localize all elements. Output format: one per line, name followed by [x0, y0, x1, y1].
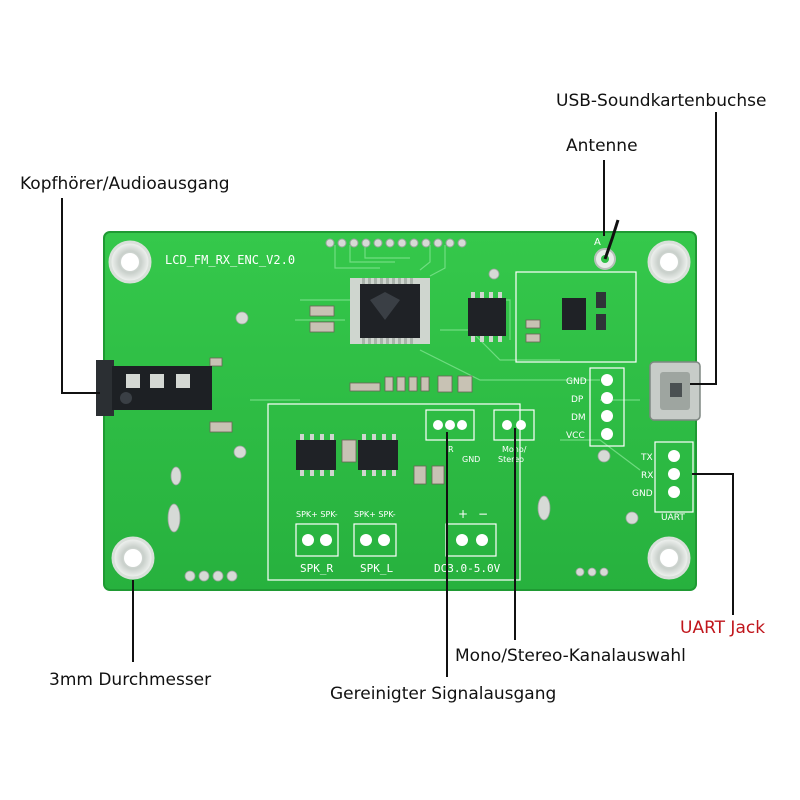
audio-section-outline: [267, 403, 521, 581]
speaker-left-silk: SPK_L: [360, 562, 393, 575]
speaker-right-silk: SPK_R: [300, 562, 333, 575]
mounting-hole-bottom-right: [647, 536, 691, 580]
usb-pin-dp: DP: [571, 395, 584, 405]
mono-stereo-label: Mono/Stereo-Kanalauswahl: [455, 646, 686, 666]
mono-stereo-silk-bottom: Stereo: [498, 455, 524, 464]
micro-usb-jack[interactable]: [649, 361, 701, 421]
usb-soundcard-label: USB-Soundkartenbuchse: [556, 91, 767, 111]
uart-callout-line: [692, 473, 734, 615]
amplifier-chip-left: [296, 434, 336, 476]
headphone-jack[interactable]: [96, 360, 212, 416]
board-name-silk: LCD_FM_RX_ENC_V2.0: [165, 253, 295, 267]
usb-pin-header: [589, 367, 625, 447]
mounting-hole-top-left: [108, 240, 152, 284]
fm-receiver-chip: [468, 292, 506, 342]
headphone-callout-line: [61, 198, 100, 394]
power-silk: DC3.0-5.0V: [434, 562, 501, 575]
lcd-header-pads: [325, 238, 467, 248]
power-plus-silk: +: [458, 507, 468, 521]
amplifier-chip-right: [358, 434, 398, 476]
uart-pin-gnd: GND: [632, 489, 653, 499]
callout-lines: [61, 112, 734, 677]
uart-pin-tx: TX: [640, 453, 653, 463]
usb-pin-gnd: GND: [566, 377, 587, 387]
passive-components: [209, 305, 541, 485]
speaker-left-terminal[interactable]: [353, 523, 397, 557]
speaker-right-polarity: SPK+ SPK-: [296, 510, 338, 519]
headphone-output-label: Kopfhörer/Audioausgang: [20, 174, 230, 194]
uart-header[interactable]: [654, 441, 694, 513]
uart-jack-label: UART Jack: [680, 618, 766, 638]
antenna-silk: A: [594, 237, 601, 248]
uart-name-silk: UART: [661, 513, 685, 523]
speaker-left-polarity: SPK+ SPK-: [354, 510, 396, 519]
mcu-chip: [350, 278, 430, 344]
mounting-hole-top-right: [647, 240, 691, 284]
power-terminal[interactable]: [445, 523, 497, 557]
diameter-label: 3mm Durchmesser: [49, 670, 212, 690]
uart-pin-rx: RX: [641, 471, 653, 481]
usb-pin-dm: DM: [571, 413, 586, 423]
antenna-pad: [594, 219, 620, 270]
test-pads: [167, 268, 639, 582]
signal-output-gnd: GND: [462, 455, 480, 464]
mounting-hole-bottom-left: [111, 536, 155, 580]
speaker-right-terminal[interactable]: [295, 523, 339, 557]
usb-audio-chip: [515, 271, 637, 363]
pcb-traces: [250, 245, 641, 471]
usb-callout-line: [690, 112, 717, 385]
signal-output-header[interactable]: [425, 409, 475, 441]
power-minus-silk: −: [478, 507, 488, 521]
signal-output-label: Gereinigter Signalausgang: [330, 684, 557, 704]
antenna-label: Antenne: [566, 136, 638, 156]
signal-output-r: R: [448, 445, 454, 454]
usb-pin-vcc: VCC: [566, 431, 585, 441]
